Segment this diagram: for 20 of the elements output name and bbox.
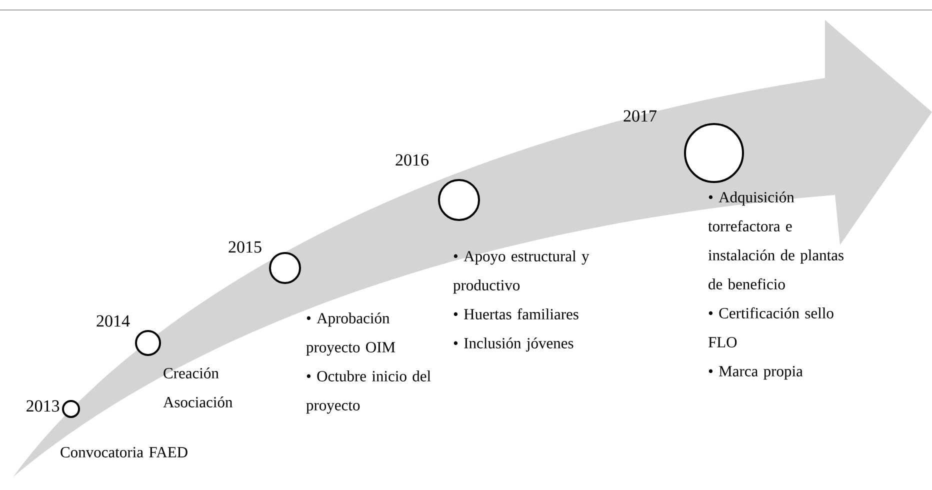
milestone-text: • Inclusión jóvenes [454,338,574,352]
timeline-circle [269,252,301,284]
milestone-text: • Aprobación proyecto OIM [306,312,396,356]
milestone-text: • Huertas familiares [454,308,578,320]
milestone-text: • Octubre inicio del proyecto [306,370,431,414]
year-label: 2014 [96,315,130,327]
timeline-circle [135,330,162,356]
milestone-text: • Certificación sello FLO [708,307,834,348]
year-label: 2017 [624,110,657,122]
milestone-text: Creación Asociación [163,368,232,408]
timeline-circle [438,179,480,221]
milestone-text: • Adquisición torrefactora e instalación de plantas de beneficio [708,192,844,290]
timeline-circle [684,123,744,183]
year-label: 2013 [26,400,60,412]
year-label: 2015 [228,241,262,253]
year-label: 2016 [396,154,428,166]
timeline-circle [62,400,80,418]
milestone-text: • Marca propia [708,366,803,380]
milestone-text: Convocatoria FAED [60,447,188,458]
milestone-text: • Apoyo estructural y productivo [453,250,590,294]
